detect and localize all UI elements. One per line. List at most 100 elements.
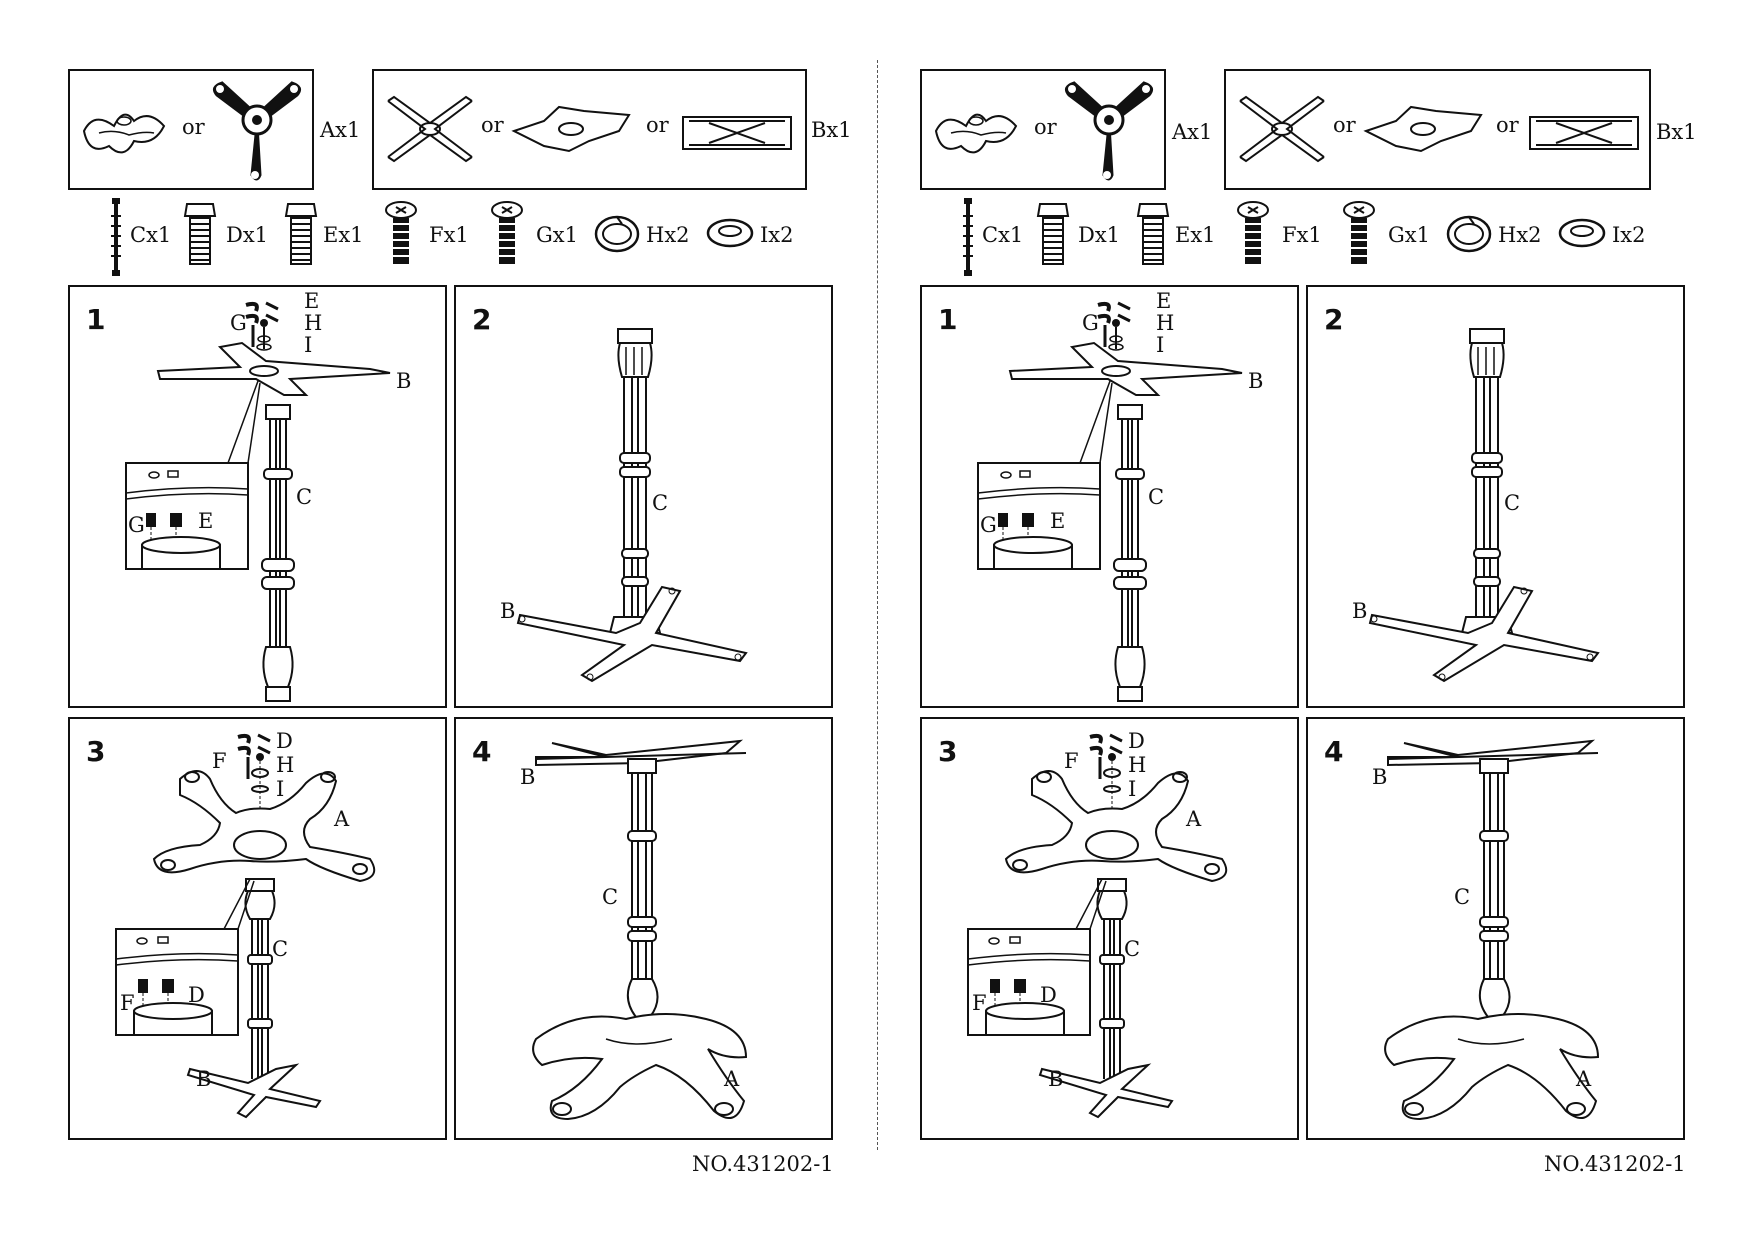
step-2-number: 2 xyxy=(472,303,492,336)
or-label-2: or xyxy=(481,113,504,137)
step-4-panel: 4 B C A xyxy=(454,717,833,1140)
phillips-screw-f-icon xyxy=(1237,201,1269,264)
part-b-count: Bx1 xyxy=(1656,120,1697,144)
step-3-label-a: A xyxy=(1186,807,1202,831)
part-e-count: Ex1 xyxy=(323,223,364,247)
split-washer-h-icon xyxy=(594,215,640,253)
document-number: NO.431202-1 xyxy=(1544,1152,1686,1176)
step-1-label-i: I xyxy=(304,333,313,357)
step-1-label-h: H xyxy=(1156,311,1175,335)
step-3-label-c: C xyxy=(1124,937,1141,961)
step-1-label-h: H xyxy=(304,311,323,335)
step-1-label-b: B xyxy=(396,369,412,393)
step-3-panel: 3 xyxy=(920,717,1299,1140)
part-a-count: Ax1 xyxy=(1172,120,1213,144)
step-3-inset-label-d: D xyxy=(188,983,205,1007)
step-3-inset-label-f: F xyxy=(972,991,987,1015)
step-4-panel: 4 B C A xyxy=(1306,717,1685,1140)
step-3-label-f: F xyxy=(212,749,227,773)
part-d-count: Dx1 xyxy=(1078,223,1121,247)
parts-box-b: or or xyxy=(1224,69,1651,190)
threaded-rod-c-icon xyxy=(963,198,973,276)
part-b-count: Bx1 xyxy=(811,118,852,142)
step-2-label-c: C xyxy=(1504,491,1521,515)
hex-bolt-d-icon xyxy=(1036,203,1070,265)
step-4-illustration xyxy=(532,739,748,1121)
threaded-rod-c-icon xyxy=(111,198,121,276)
cast-base-a-variant-2-icon xyxy=(212,81,302,181)
step-1-number: 1 xyxy=(86,303,106,336)
step-3-label-d: D xyxy=(1128,729,1145,753)
hex-bolt-e-icon xyxy=(284,203,318,265)
step-4-label-a: A xyxy=(724,1067,740,1091)
step-3-number: 3 xyxy=(86,735,106,768)
page-divider xyxy=(877,60,878,1150)
or-label-3: or xyxy=(1496,113,1519,137)
phillips-screw-f-icon xyxy=(385,201,417,264)
step-1-inset-label-e: E xyxy=(198,509,214,533)
step-4-illustration xyxy=(1384,739,1600,1121)
step-1-inset-label-g: G xyxy=(128,513,145,537)
part-f-count: Fx1 xyxy=(1282,223,1322,247)
flat-washer-i-icon xyxy=(1558,218,1606,248)
step-1-label-c: C xyxy=(1148,485,1165,509)
step-4-label-c: C xyxy=(602,885,619,909)
square-plate-b-variant-3-icon xyxy=(1529,116,1639,150)
step-3-label-i: I xyxy=(276,777,285,801)
cross-plate-b-variant-2-icon xyxy=(511,105,631,153)
instruction-sheet-left: or Ax1 or or Bx1 Cx1 xyxy=(68,69,852,1176)
step-2-panel: 2 C B xyxy=(454,285,833,708)
step-1-number: 1 xyxy=(938,303,958,336)
or-label-3: or xyxy=(646,113,669,137)
step-4-number: 4 xyxy=(1324,735,1344,768)
cross-plate-b-variant-2-icon xyxy=(1363,105,1483,153)
step-3-panel: 3 xyxy=(68,717,447,1140)
step-1-inset-label-e: E xyxy=(1050,509,1066,533)
or-label-1: or xyxy=(182,115,205,139)
part-c-count: Cx1 xyxy=(130,223,172,247)
flat-washer-i-icon xyxy=(706,218,754,248)
step-1-label-e: E xyxy=(1156,289,1172,313)
step-3-label-h: H xyxy=(1128,753,1147,777)
part-f-count: Fx1 xyxy=(429,223,469,247)
split-washer-h-icon xyxy=(1446,215,1492,253)
step-3-label-a: A xyxy=(334,807,350,831)
step-3-label-f: F xyxy=(1064,749,1079,773)
step-1-panel: 1 xyxy=(920,285,1299,708)
step-1-panel: 1 xyxy=(68,285,447,708)
step-2-illustration xyxy=(516,328,748,683)
step-2-number: 2 xyxy=(1324,303,1344,336)
hex-bolt-d-icon xyxy=(183,203,217,265)
step-3-label-d: D xyxy=(276,729,293,753)
cross-plate-b-variant-1-icon xyxy=(1239,95,1325,163)
cast-base-a-variant-1-icon xyxy=(934,113,1018,154)
part-d-count: Dx1 xyxy=(226,223,269,247)
step-4-label-a: A xyxy=(1576,1067,1592,1091)
step-2-panel: 2 C B xyxy=(1306,285,1685,708)
step-3-illustration xyxy=(967,733,1228,1119)
or-label-1: or xyxy=(1034,115,1057,139)
step-1-illustration xyxy=(977,301,1243,702)
parts-box-a: or xyxy=(68,69,314,190)
step-2-label-c: C xyxy=(652,491,669,515)
step-4-number: 4 xyxy=(472,735,492,768)
step-1-label-i: I xyxy=(1156,333,1165,357)
hex-bolt-e-icon xyxy=(1136,203,1170,265)
step-3-label-b: B xyxy=(1048,1067,1064,1091)
step-2-label-b: B xyxy=(500,599,516,623)
part-e-count: Ex1 xyxy=(1175,223,1216,247)
step-3-label-b: B xyxy=(196,1067,212,1091)
step-4-label-b: B xyxy=(520,765,536,789)
step-3-illustration xyxy=(115,733,376,1119)
step-1-illustration xyxy=(125,301,391,702)
cast-base-a-variant-2-icon xyxy=(1064,81,1154,181)
step-3-label-c: C xyxy=(272,937,289,961)
part-h-count: Hx2 xyxy=(646,223,690,247)
step-1-label-g: G xyxy=(1082,311,1099,335)
step-4-label-c: C xyxy=(1454,885,1471,909)
part-h-count: Hx2 xyxy=(1498,223,1542,247)
step-1-label-e: E xyxy=(304,289,320,313)
part-g-count: Gx1 xyxy=(1388,223,1430,247)
step-1-label-c: C xyxy=(296,485,313,509)
step-2-label-b: B xyxy=(1352,599,1368,623)
